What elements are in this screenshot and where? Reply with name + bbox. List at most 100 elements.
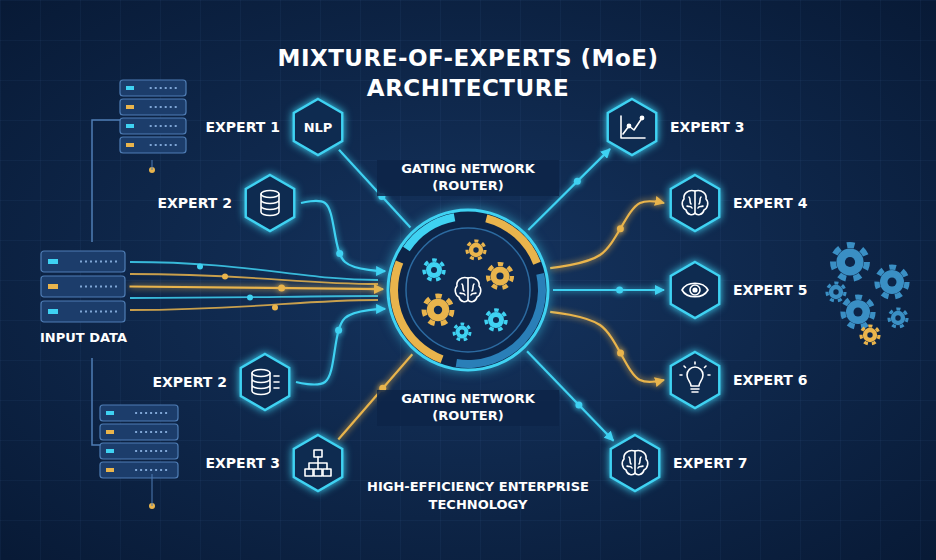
- server-vent: [135, 412, 170, 414]
- server-unit: [120, 137, 186, 153]
- db-top: [252, 370, 270, 377]
- glow-dot: [222, 274, 228, 280]
- server-unit: [120, 99, 186, 115]
- server-vent: [135, 450, 170, 452]
- server-svg: [40, 250, 126, 322]
- gear-teeth: [827, 283, 845, 301]
- expert-node: EXPERT 6: [667, 349, 808, 411]
- gear-hole: [431, 267, 437, 273]
- server-vent: [150, 125, 178, 127]
- expert-node: EXPERT 2: [158, 172, 299, 234]
- bracket-line: [152, 474, 153, 506]
- server-light: [126, 143, 134, 147]
- hexagon-shape: [667, 349, 723, 411]
- gear-teeth: [486, 310, 506, 330]
- server-vent: [150, 87, 178, 89]
- brain-folds: [460, 278, 476, 300]
- input-node: INPUT DATA: [40, 250, 127, 345]
- data-stream: [130, 296, 378, 298]
- router-graphic: [388, 210, 548, 370]
- hexagon-shape: [237, 351, 293, 413]
- gear-body: [490, 266, 509, 285]
- router-svg: [382, 204, 554, 376]
- gear-icon: [488, 264, 512, 288]
- glow-dot: [617, 350, 624, 357]
- server-light: [126, 124, 134, 128]
- gear-body: [456, 326, 469, 339]
- expert-label: EXPERT 6: [733, 372, 808, 388]
- caption-note: HIGH-EFFICIENCY ENTERPRISE TECHNOLOGY: [358, 478, 598, 513]
- chart-axes: [621, 116, 645, 138]
- brain-folds: [687, 191, 703, 213]
- server-unit: [41, 301, 125, 322]
- db-top: [261, 191, 279, 198]
- router-circle: [382, 204, 554, 376]
- brain-folds: [627, 451, 643, 473]
- glow-dot: [272, 305, 278, 311]
- gear-teeth: [889, 309, 907, 327]
- gear-body: [426, 262, 442, 278]
- hexagon-svg: [242, 172, 298, 234]
- gear-teeth: [877, 267, 907, 297]
- hexagon-text: NLP: [290, 96, 346, 158]
- router-inner: [406, 228, 530, 352]
- bracket-line: [92, 120, 120, 242]
- expert-icon: [261, 191, 279, 216]
- gear-teeth: [454, 324, 470, 340]
- gear-teeth: [488, 264, 512, 288]
- bulb-base: [691, 389, 699, 392]
- chart-line: [623, 118, 642, 134]
- gear-icon: [877, 267, 907, 297]
- gear-teeth: [833, 245, 867, 279]
- gear-teeth: [467, 241, 485, 259]
- server-unit: [120, 118, 186, 134]
- gear-body: [880, 270, 904, 294]
- db-body: [252, 373, 270, 395]
- gear-hole: [854, 308, 863, 317]
- server-light: [126, 86, 134, 90]
- glow-dot: [197, 264, 203, 270]
- gear-body: [829, 285, 843, 299]
- brain-outline: [682, 191, 707, 215]
- expert-node: EXPERT 3: [206, 432, 347, 494]
- hexagon-svg: [667, 259, 723, 321]
- connector-arrow: [550, 312, 664, 382]
- expert-label: EXPERT 5: [733, 282, 808, 298]
- glow-dot: [574, 178, 581, 185]
- hexagon-outline: [671, 175, 719, 231]
- data-stream: [130, 274, 378, 284]
- glow-dot: [616, 287, 623, 294]
- server-vent: [80, 311, 118, 313]
- server-light: [106, 411, 114, 415]
- bracket-line: [152, 160, 153, 170]
- gear-icon: [833, 245, 867, 279]
- hexagon-outline: [246, 175, 294, 231]
- server-vent: [80, 261, 118, 263]
- expert-node: NLP EXPERT 1: [206, 96, 347, 158]
- hexagon-outline: [294, 435, 342, 491]
- tree-links: [309, 457, 327, 469]
- brain-outline: [622, 451, 647, 475]
- expert-label: EXPERT 1: [206, 119, 281, 135]
- hexagon-outline: [671, 352, 719, 408]
- server-stack: [120, 80, 186, 153]
- gear-body: [846, 300, 870, 324]
- server-unit: [100, 443, 178, 459]
- expert-icon: [621, 116, 645, 138]
- expert-label: EXPERT 7: [673, 455, 748, 471]
- diagram-title: MIXTURE-OF-EXPERTS (MoE) ARCHITECTURE: [258, 44, 678, 104]
- server-light: [48, 259, 58, 264]
- eye-pupil: [693, 288, 697, 292]
- hexagon-shape: [604, 96, 660, 158]
- hexagon-outline: [671, 262, 719, 318]
- gear-hole: [434, 306, 442, 314]
- gear-hole: [895, 315, 900, 320]
- list-lines: [274, 376, 279, 388]
- server-unit: [100, 424, 178, 440]
- tree-box: [314, 469, 322, 476]
- hexagon-outline: [241, 354, 289, 410]
- router-node: GATING NETWORK (ROUTER)GATING NETWORK (R…: [382, 204, 554, 376]
- gear-hole: [867, 332, 872, 337]
